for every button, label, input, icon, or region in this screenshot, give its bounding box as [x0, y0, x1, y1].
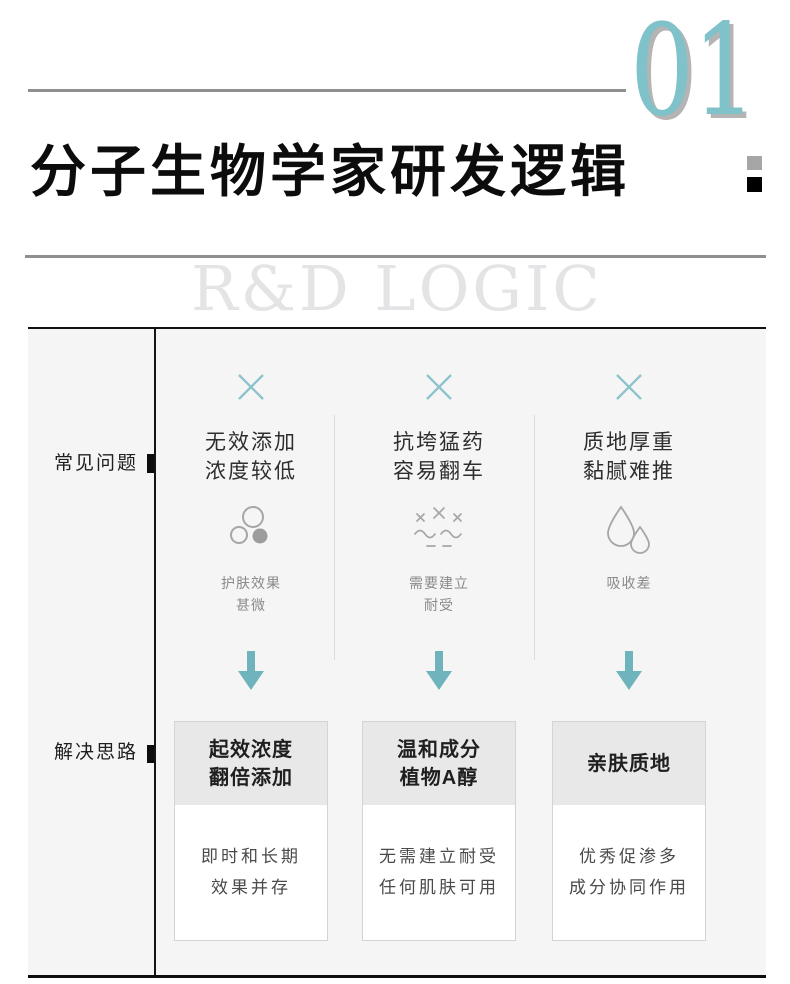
row-label-problems: 常见问题: [53, 453, 138, 474]
solution-desc-line: 即时和长期: [201, 847, 301, 866]
solution-title-line: 亲肤质地: [587, 752, 671, 775]
problem-title-line: 抗垮猛药: [393, 431, 485, 454]
problem-caption: 吸收差: [534, 572, 724, 594]
solution-card-body: 无需建立耐受 任何肌肤可用: [363, 805, 515, 903]
column-problem-2: 抗垮猛药 容易翻车 需要建立 耐受: [344, 329, 534, 975]
solution-title-line: 植物A醇: [399, 766, 479, 789]
page-title: 分子生物学家研发逻辑: [30, 140, 630, 203]
problem-title-line: 质地厚重: [583, 431, 675, 454]
row-marker-solutions: [147, 745, 154, 763]
x-cross-icon: [156, 372, 346, 402]
solution-desc-line: 成分协同作用: [569, 878, 689, 897]
column-divider-1: [334, 415, 335, 660]
down-arrow-icon: [344, 651, 534, 691]
column-divider-2: [534, 415, 535, 660]
section-number: 01: [630, 0, 757, 144]
down-arrow-icon: [534, 651, 724, 691]
caption-line: 吸收差: [606, 575, 652, 591]
solution-card-header: 起效浓度 翻倍添加: [175, 722, 327, 805]
caption-line: 甚微: [236, 597, 266, 613]
vertical-divider: [154, 329, 156, 975]
solution-card-body: 即时和长期 效果并存: [175, 805, 327, 903]
column-problem-3: 质地厚重 黏腻难推 吸收差 亲肤质地: [534, 329, 724, 975]
solution-card: 亲肤质地 优秀促渗多 成分协同作用: [552, 721, 706, 941]
down-arrow-icon: [156, 651, 346, 691]
problem-title-line: 容易翻车: [393, 460, 485, 483]
problem-title-line: 无效添加: [205, 431, 297, 454]
problem-title-line: 黏腻难推: [583, 460, 675, 483]
droplets-icon: [534, 505, 724, 557]
column-problem-1: 无效添加 浓度较低 护肤效果 甚微 起效浓度 翻倍添加: [156, 329, 346, 975]
caption-line: 耐受: [424, 597, 454, 613]
row-marker-problems: [147, 454, 154, 473]
problem-caption: 需要建立 耐受: [344, 572, 534, 616]
header-rule: [28, 89, 626, 92]
x-cross-icon: [534, 372, 724, 402]
x-cross-icon: [344, 372, 534, 402]
solution-desc-line: 优秀促渗多: [579, 847, 679, 866]
problem-caption: 护肤效果 甚微: [156, 572, 346, 616]
problem-title: 质地厚重 黏腻难推: [534, 428, 724, 486]
problem-title: 抗垮猛药 容易翻车: [344, 428, 534, 486]
deco-square-black: [747, 177, 762, 192]
solution-desc-line: 任何肌肤可用: [379, 878, 499, 897]
caption-line: 需要建立: [409, 575, 469, 591]
problem-title-line: 浓度较低: [205, 460, 297, 483]
solution-title-line: 起效浓度: [209, 738, 293, 761]
dizzy-icon: [344, 505, 534, 551]
solution-title-line: 翻倍添加: [209, 766, 293, 789]
solution-card-header: 亲肤质地: [553, 722, 705, 805]
solution-card: 起效浓度 翻倍添加 即时和长期 效果并存: [174, 721, 328, 941]
solution-desc-line: 无需建立耐受: [379, 847, 499, 866]
content-panel: 常见问题 解决思路 无效添加 浓度较低 护肤效果 甚微: [28, 327, 766, 978]
watermark-text: R&D LOGIC: [191, 252, 603, 325]
solution-card: 温和成分 植物A醇 无需建立耐受 任何肌肤可用: [362, 721, 516, 941]
solution-card-body: 优秀促渗多 成分协同作用: [553, 805, 705, 903]
row-label-solutions: 解决思路: [53, 742, 138, 763]
problem-title: 无效添加 浓度较低: [156, 428, 346, 486]
title-underline-rule: [25, 255, 766, 258]
bubbles-icon: [156, 505, 346, 549]
deco-square-gray: [747, 156, 762, 170]
caption-line: 护肤效果: [221, 575, 281, 591]
solution-title-line: 温和成分: [397, 738, 481, 761]
solution-card-header: 温和成分 植物A醇: [363, 722, 515, 805]
solution-desc-line: 效果并存: [211, 878, 291, 897]
